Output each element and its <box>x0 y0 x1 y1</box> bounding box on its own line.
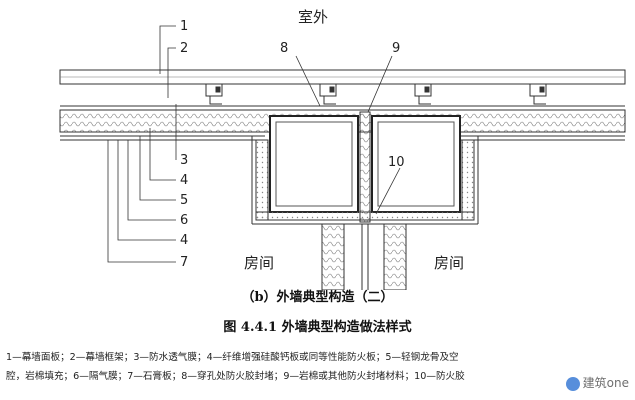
label-1: 1 <box>180 19 188 34</box>
leader-lines <box>107 25 401 263</box>
label-2: 2 <box>180 41 188 56</box>
room-left-label: 房间 <box>244 254 274 272</box>
partition-walls <box>321 223 407 290</box>
label-5: 5 <box>180 193 188 208</box>
legend-line-1: 1—幕墙面板；2—幕墙框架；3—防水透气膜；4—纤维增强硅酸钙板或同等性能防火板… <box>6 352 459 363</box>
legend-line-2: 腔，岩棉填充；6—隔气膜；7—石膏板；8—穿孔处防火胶封堵；9—岩棉或其他防火封… <box>6 371 465 382</box>
wall-section-drawing: 1 2 3 4 5 6 4 7 8 9 10 室外 房间 房间 <box>59 8 626 290</box>
steel-column-right <box>371 115 461 213</box>
label-6: 6 <box>180 213 188 228</box>
firestop-infill <box>359 111 371 223</box>
label-8: 8 <box>280 41 288 56</box>
watermark: 建筑one <box>565 374 629 391</box>
curtain-wall-frame-brackets <box>205 83 547 105</box>
outside-label: 室外 <box>298 8 328 26</box>
steel-column-left <box>269 115 359 213</box>
figure-subcaption: （b）外墙典型构造（二） <box>241 290 394 305</box>
room-right-label: 房间 <box>434 254 464 272</box>
label-4a: 4 <box>180 173 188 188</box>
watermark-logo-icon <box>565 376 580 391</box>
legend: 1—幕墙面板；2—幕墙框架；3—防水透气膜；4—纤维增强硅酸钙板或同等性能防火板… <box>6 348 630 386</box>
figure-caption: 图 4.4.1 外墙典型构造做法样式 <box>223 320 412 335</box>
label-10: 10 <box>388 155 405 170</box>
label-3: 3 <box>180 153 188 168</box>
curtain-wall-panel <box>59 69 626 85</box>
label-9: 9 <box>392 41 400 56</box>
label-7: 7 <box>180 255 188 270</box>
label-4b: 4 <box>180 233 188 248</box>
watermark-text: 建筑one <box>582 376 629 390</box>
